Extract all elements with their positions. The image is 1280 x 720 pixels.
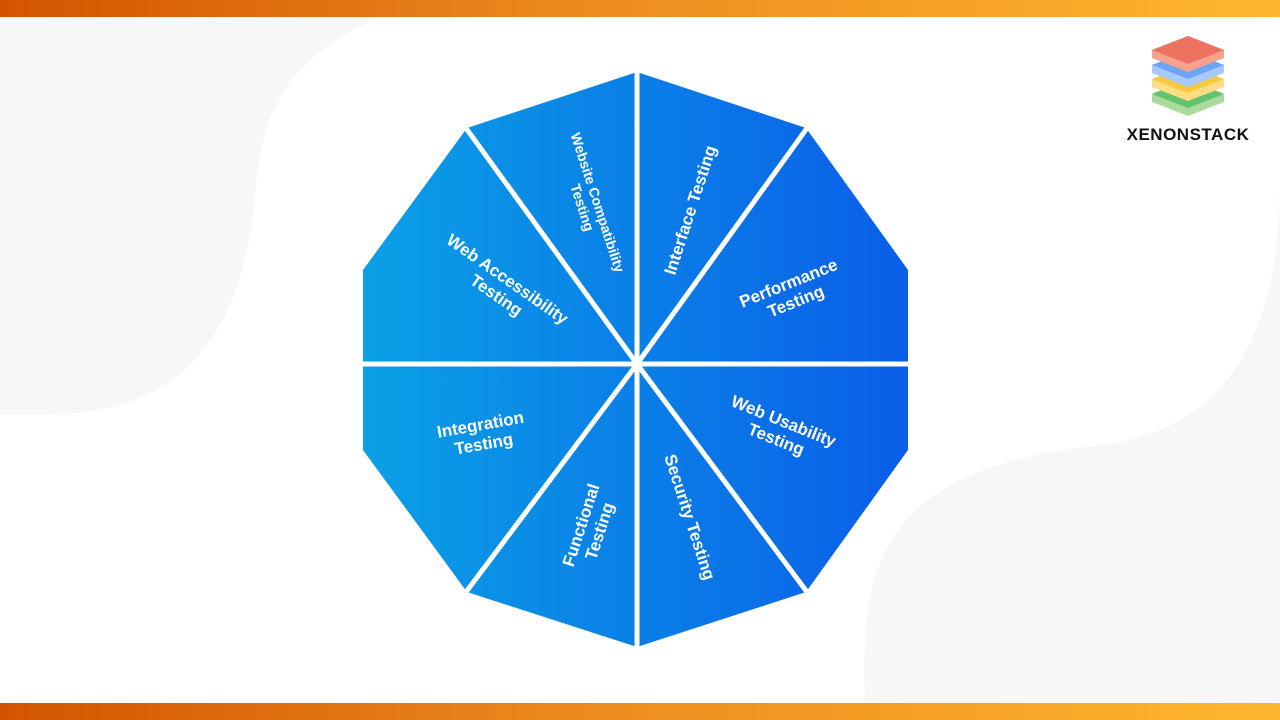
bottom-accent-bar	[0, 703, 1280, 720]
background-blob-left	[0, 17, 380, 415]
top-accent-bar	[0, 0, 1280, 17]
brand-name: XENONSTACK	[1126, 125, 1250, 144]
segment-dividers	[359, 66, 912, 652]
background-blob-right	[864, 180, 1280, 703]
xenonstack-logo: XENONSTACK	[1118, 34, 1258, 145]
stacked-layers-icon	[1152, 36, 1224, 116]
